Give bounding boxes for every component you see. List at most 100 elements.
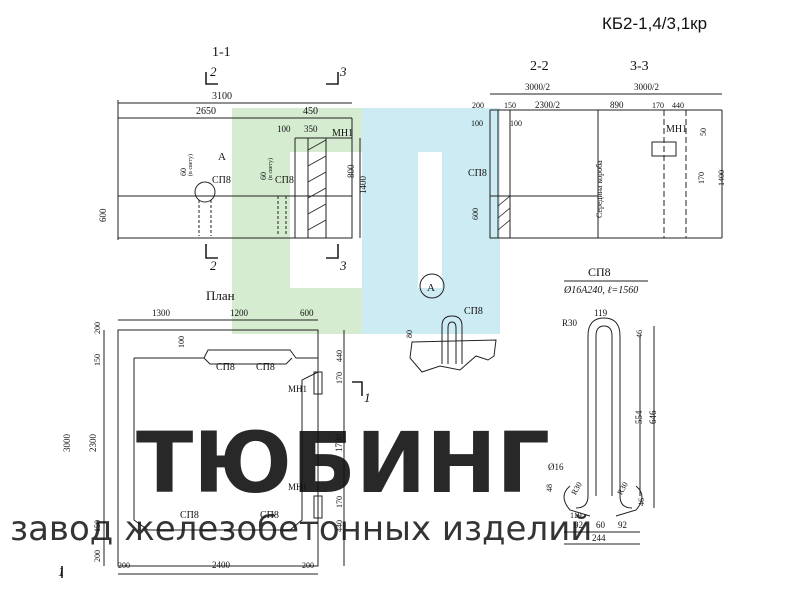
rebar-119-bot: 119 <box>570 511 582 520</box>
plan-sp8-top-right: СП8 <box>256 362 275 373</box>
dim-plan-150: 150 <box>93 354 102 366</box>
dim-plan-440-top: 440 <box>335 350 344 362</box>
dim-1400: 1400 <box>358 176 368 195</box>
rebar-diameter: Ø16 <box>548 462 564 472</box>
plan-sp8-top-left: СП8 <box>216 362 235 373</box>
dim-plan-1780: 1780 <box>334 434 344 453</box>
rebar-646: 646 <box>648 410 658 424</box>
rebar-48: 48 <box>545 484 554 492</box>
dim-60-left: 60 <box>179 168 188 176</box>
dim-100-a: 100 <box>471 119 483 128</box>
dim-100-b: 100 <box>510 119 522 128</box>
note-in-light-right: (в свету) <box>267 158 274 180</box>
rebar-92-right: 92 <box>618 520 627 530</box>
rebar-60: 60 <box>596 520 606 530</box>
watermark-tagline: завод железобетонных изделий <box>10 509 592 549</box>
dim-plan-600: 600 <box>300 308 314 318</box>
dim-350: 350 <box>304 124 318 134</box>
dim-2300-2: 2300/2 <box>535 100 560 110</box>
dim-3000-2-right: 3000/2 <box>634 82 659 92</box>
cut-mark-2-bottom: 2 <box>210 258 217 273</box>
dim-3100: 3100 <box>212 91 232 102</box>
detail-a: А СП8 80 <box>405 273 497 373</box>
dim-600: 600 <box>98 208 108 222</box>
dim-450: 450 <box>303 106 318 117</box>
rebar-554: 554 <box>634 410 644 424</box>
dim-170-b: 170 <box>697 172 706 184</box>
section-3-3-title: 3-3 <box>630 59 649 74</box>
product-code-title: КБ2-1,4/3,1кр <box>602 14 708 33</box>
detail-a-sp8: СП8 <box>464 306 483 317</box>
label-box-center: Середина короба <box>595 160 604 218</box>
dim-plan-1200: 1200 <box>230 308 249 318</box>
dim-800: 800 <box>346 164 356 178</box>
section-1-1: 1-1 2 3 3100 2650 450 100 350 <box>98 45 368 273</box>
dim-plan-200-bot: 200 <box>93 550 102 562</box>
sp8-loop-left <box>194 181 216 203</box>
detail-a-mark: А <box>427 282 435 294</box>
cut-mark-1-left: 1 <box>58 564 65 579</box>
section-1-1-title: 1-1 <box>212 45 231 60</box>
plan-title: План <box>206 288 235 303</box>
rebar-sp8-spec: Ø16A240, ℓ=1560 <box>563 285 638 296</box>
dim-plan-150-bot: 150 <box>93 520 102 532</box>
cut-mark-3-top: 3 <box>339 64 347 79</box>
dim-50: 50 <box>699 128 708 136</box>
dim-200: 200 <box>472 101 484 110</box>
label-mn1-section-3: МН1 <box>666 124 687 135</box>
dim-plan-3000: 3000 <box>62 434 72 453</box>
dim-150: 150 <box>504 101 516 110</box>
rebar-46-bot: 46 <box>637 498 646 506</box>
section-2-2-title: 2-2 <box>530 59 549 74</box>
dim-2650: 2650 <box>196 106 216 117</box>
dim-plan-100-a: 100 <box>177 336 186 348</box>
dim-440: 440 <box>672 101 684 110</box>
section-2-3: 2-2 3-3 3000/2 3000/2 200 150 2300/2 890… <box>468 59 726 239</box>
rebar-r30-top: R30 <box>562 318 578 328</box>
plan-sp8-bottom-right: СП8 <box>260 510 279 521</box>
dim-plan-200-top: 200 <box>93 322 102 334</box>
watermark-logo-green-bottom <box>232 288 362 334</box>
label-sp8-section-1b: СП8 <box>275 175 294 186</box>
cut-mark-1-right: 1 <box>364 390 371 405</box>
dim-plan-2300: 2300 <box>88 434 98 453</box>
plan-mn1-bottom: МН1 <box>288 482 307 492</box>
watermark-brand: ТЮБИНГ <box>136 414 550 512</box>
dim-plan-200-left: 200 <box>118 561 130 570</box>
rebar-119-top: 119 <box>594 308 608 318</box>
dim-600-b: 600 <box>471 208 480 220</box>
rebar-244: 244 <box>592 533 606 543</box>
dim-60-right: 60 <box>259 172 268 180</box>
label-mn1-section-1: МН1 <box>332 128 353 139</box>
dim-plan-170-bot: 170 <box>335 496 344 508</box>
note-in-light-left: (в свету) <box>187 154 194 176</box>
plan-view: План 200 1300 1200 600 СП8 СП8 СП8 СП8 М… <box>58 288 371 579</box>
dim-plan-440-bot: 440 <box>335 520 344 532</box>
dim-170: 170 <box>652 101 664 110</box>
cut-mark-2-top: 2 <box>210 64 217 79</box>
label-sp8-section-1: СП8 <box>212 175 231 186</box>
dim-plan-200-right: 200 <box>302 561 314 570</box>
plan-mn1-top: МН1 <box>288 384 307 394</box>
rebar-r30-left: R30 <box>569 480 583 496</box>
dim-3000-2-left: 3000/2 <box>525 82 550 92</box>
rebar-sp8-title: СП8 <box>588 265 611 279</box>
rebar-r30-right: R30 <box>615 480 629 496</box>
dim-100: 100 <box>277 124 291 134</box>
detail-a-dim-80: 80 <box>405 330 414 338</box>
dim-plan-170-top: 170 <box>335 372 344 384</box>
rebar-sp8: СП8 Ø16A240, ℓ=1560 R30 119 46 554 646 Ø… <box>545 265 658 545</box>
dim-890: 890 <box>610 100 624 110</box>
watermark-logo-blue-center <box>362 108 418 334</box>
watermark-logo <box>232 108 500 334</box>
cut-mark-3-bottom: 3 <box>339 258 347 273</box>
dim-plan-1300: 1300 <box>152 308 171 318</box>
rebar-46-top: 46 <box>635 330 644 338</box>
plan-sp8-bottom-left: СП8 <box>180 510 199 521</box>
callout-a-mark: А <box>218 151 226 163</box>
dim-1400-b: 1400 <box>717 170 726 186</box>
dim-plan-2400: 2400 <box>212 560 231 570</box>
label-sp8-section-2: СП8 <box>468 168 487 179</box>
rebar-92-left: 92 <box>574 520 583 530</box>
